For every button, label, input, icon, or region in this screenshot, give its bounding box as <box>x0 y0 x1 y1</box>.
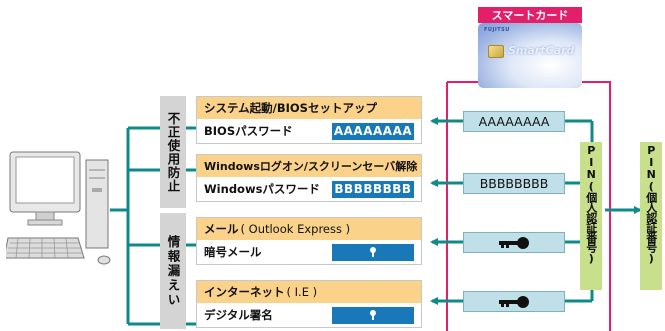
bios-password-value: AAAAAAAA <box>332 122 414 140</box>
group-mail-title: メール ( Outlook Express ) <box>197 218 421 240</box>
keyhole-icon <box>370 310 376 320</box>
group-mail: メール ( Outlook Express ) 暗号メール <box>196 217 422 265</box>
group-windows: Windowsログオン/スクリーンセーバ解除 Windowsパスワード BBBB… <box>196 154 422 202</box>
card-label: SmartCard <box>508 44 575 57</box>
key-icon <box>499 236 529 249</box>
keyhole-icon <box>370 247 376 257</box>
digital-signature-label: デジタル署名 <box>204 308 273 322</box>
label-prevent-text: 不正使用防止 <box>165 111 181 193</box>
pin-label-outer: PIN(個人認証番号) <box>640 142 662 290</box>
pin-box-1: AAAAAAAA <box>463 111 565 132</box>
group-bios-row: BIOSパスワード AAAAAAAA <box>197 119 421 143</box>
card-brand: FUJITSU <box>484 27 510 33</box>
pin-box-4 <box>463 291 565 312</box>
encrypted-mail-value <box>332 243 414 261</box>
digital-signature-value <box>332 306 414 324</box>
computer-icon <box>3 148 116 273</box>
windows-password-value: BBBBBBBB <box>332 180 414 198</box>
label-prevent: 不正使用防止 <box>160 96 186 208</box>
pin-box-3 <box>463 232 565 253</box>
group-internet-title: インターネット ( I.E ) <box>197 281 421 303</box>
group-mail-row: 暗号メール <box>197 240 421 264</box>
group-bios: システム起動/BIOSセットアップ BIOSパスワード AAAAAAAA <box>196 96 422 144</box>
mail-title-main: メール <box>204 222 239 236</box>
mail-title-sub: ( Outlook Express ) <box>240 222 351 236</box>
smartcard-image: FUJITSU SmartCard <box>478 23 582 88</box>
pin-box-2: BBBBBBBB <box>463 173 565 194</box>
group-windows-title: Windowsログオン/スクリーンセーバ解除 <box>197 155 421 177</box>
smartcard-badge: スマートカード <box>478 7 582 23</box>
pin-label-inner-text: PIN(個人認証番号) <box>584 144 598 264</box>
group-windows-row: Windowsパスワード BBBBBBBB <box>197 177 421 201</box>
internet-title-main: インターネット <box>204 285 285 299</box>
encrypted-mail-label: 暗号メール <box>204 245 262 259</box>
chip-icon <box>488 45 504 58</box>
windows-password-label: Windowsパスワード <box>204 182 320 196</box>
group-bios-title: システム起動/BIOSセットアップ <box>197 97 421 119</box>
label-leak-text: 情報漏えい <box>165 234 181 308</box>
key-icon <box>499 295 529 308</box>
pin-label-outer-text: PIN(個人認証番号) <box>644 144 658 264</box>
group-internet-row: デジタル署名 <box>197 303 421 327</box>
group-internet: インターネット ( I.E ) デジタル署名 <box>196 280 422 328</box>
label-leak: 情報漏えい <box>160 213 186 329</box>
bios-password-label: BIOSパスワード <box>204 124 293 138</box>
pin-label-inner: PIN(個人認証番号) <box>580 142 602 290</box>
internet-title-sub: ( I.E ) <box>286 285 318 299</box>
